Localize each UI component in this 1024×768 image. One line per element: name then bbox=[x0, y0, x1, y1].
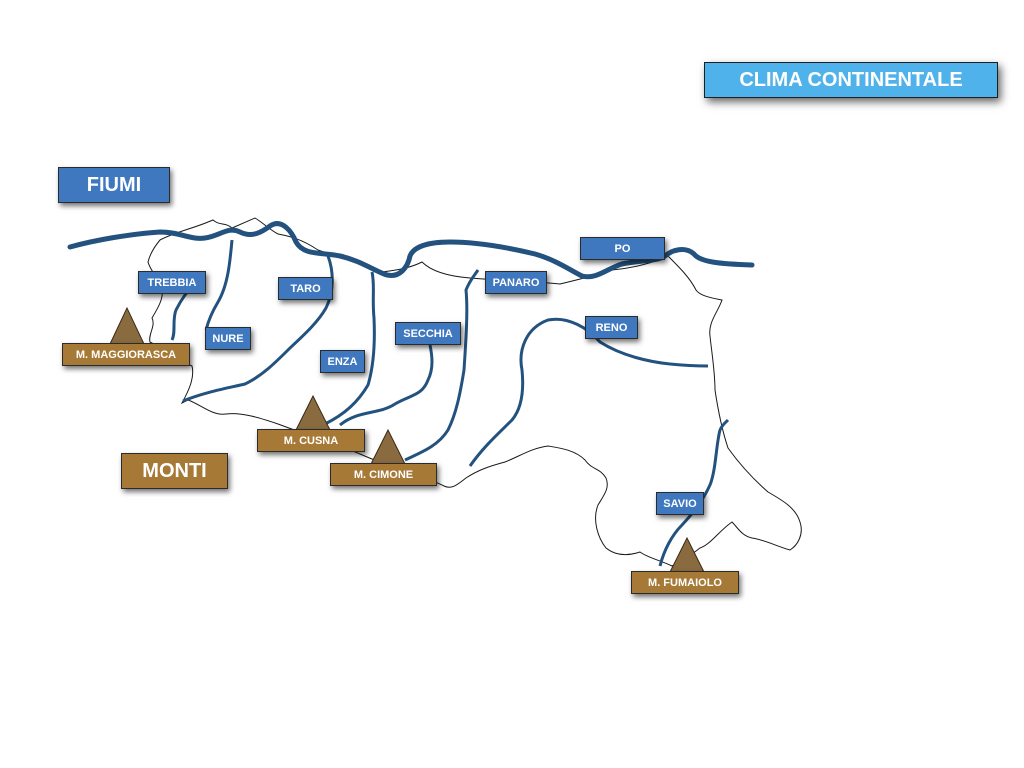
river-label-panaro: PANARO bbox=[485, 271, 547, 294]
river-enza-line bbox=[324, 271, 376, 426]
map-title: CLIMA CONTINENTALE bbox=[704, 62, 998, 98]
mountain-label-cimone: M. CIMONE bbox=[330, 463, 437, 486]
river-label-nure: NURE bbox=[205, 327, 251, 350]
river-nure-line bbox=[204, 239, 234, 331]
river-label-reno: RENO bbox=[585, 316, 638, 339]
river-label-enza: ENZA bbox=[320, 350, 365, 373]
river-label-trebbia: TREBBIA bbox=[138, 271, 206, 294]
river-label-secchia: SECCHIA bbox=[395, 322, 461, 345]
river-label-taro: TARO bbox=[278, 277, 333, 300]
river-label-savio: SAVIO bbox=[656, 492, 704, 515]
river-label-po: PO bbox=[580, 237, 665, 260]
mountain-label-cusna: M. CUSNA bbox=[257, 429, 365, 452]
legend-mountains: MONTI bbox=[121, 453, 228, 489]
mountain-cusna-icon bbox=[295, 394, 331, 431]
river-savio-line bbox=[658, 418, 730, 567]
river-panaro-line bbox=[404, 269, 480, 462]
river-po-line bbox=[67, 221, 755, 280]
mountain-label-fumaiolo: M. FUMAIOLO bbox=[631, 571, 739, 594]
mountain-label-maggiorasca: M. MAGGIORASCA bbox=[62, 343, 190, 366]
mountain-maggiorasca-icon bbox=[109, 306, 145, 345]
river-secchia-line bbox=[339, 344, 434, 427]
river-reno-line bbox=[468, 317, 709, 467]
mountain-cimone-icon bbox=[370, 428, 406, 465]
mountain-fumaiolo-icon bbox=[669, 536, 705, 573]
legend-rivers: FIUMI bbox=[58, 167, 170, 203]
